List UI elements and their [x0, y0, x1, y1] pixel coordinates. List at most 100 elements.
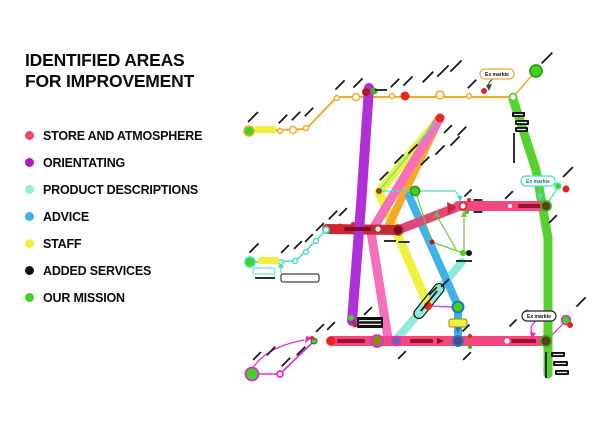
station-label-tick — [280, 244, 290, 254]
station-node — [560, 314, 572, 326]
station-node — [467, 198, 471, 202]
station-node — [302, 248, 310, 256]
station-label-tick — [461, 323, 471, 333]
station-node — [388, 92, 396, 100]
station-label-tick — [545, 352, 547, 378]
black-label-box-text — [557, 371, 567, 374]
legend-label: ORIENTATING — [43, 155, 126, 170]
line-added-services-top — [248, 96, 512, 132]
station-node — [429, 239, 435, 245]
legend-item-product-descriptions: PRODUCT DESCRIPTIONS — [25, 176, 202, 203]
legend-label: ADDED SERVICES — [43, 263, 152, 278]
station-node — [288, 125, 298, 135]
station-label-tick — [397, 350, 407, 360]
station-label-tick — [334, 79, 346, 91]
flow-arrow — [537, 194, 543, 201]
legend-label: PRODUCT DESCRIPTIONS — [43, 182, 199, 197]
band-text-smudge — [511, 339, 536, 343]
station-label-tick — [449, 59, 463, 73]
band-text-smudge — [518, 204, 544, 208]
flow-arrow — [530, 332, 536, 339]
station-label-tick — [402, 75, 414, 87]
station-node — [373, 224, 383, 234]
black-label-box-text — [517, 128, 526, 131]
legend-dot-mission — [25, 293, 34, 302]
station-label-tick — [352, 77, 364, 89]
station-node — [481, 88, 487, 94]
page-title-line2: FOR IMPROVEMENT — [25, 70, 195, 91]
station-label-tick — [281, 357, 291, 367]
callout-ex-markte-bottom-text: Ex markte — [527, 314, 551, 320]
station-node — [351, 222, 355, 226]
station-node — [291, 257, 299, 265]
station-node — [562, 185, 570, 193]
station-node — [435, 113, 445, 123]
station-label-tick — [293, 240, 303, 250]
station-node — [554, 182, 562, 190]
station-label-tick — [278, 114, 288, 124]
black-label-box-text — [359, 323, 381, 325]
station-label-tick — [266, 346, 276, 356]
black-label-box-text — [514, 113, 523, 116]
legend: STORE AND ATMOSPHERE ORIENTATING PRODUCT… — [25, 122, 202, 311]
station-label-tick — [247, 111, 259, 123]
station-node — [540, 200, 552, 212]
station-node — [502, 336, 512, 346]
station-label-tick — [304, 107, 314, 117]
band-text-smudge — [410, 339, 433, 343]
station-label-tick — [407, 143, 419, 155]
station-label-tick — [315, 222, 325, 232]
callout-ex-markte-top-text: Ex markte — [485, 72, 509, 78]
station-label-tick — [434, 144, 446, 156]
flow-arrow — [457, 196, 463, 202]
station-node — [460, 250, 466, 256]
station-node — [333, 94, 341, 102]
station-label-tick — [328, 210, 338, 220]
station-label-tick — [463, 188, 473, 198]
connector-teal-diagonal — [378, 119, 438, 192]
label-box-yellow-mid — [258, 257, 279, 264]
station-label-tick — [473, 199, 483, 201]
label-capsule-white — [280, 273, 320, 283]
station-node — [335, 223, 345, 233]
station-label-tick — [422, 71, 434, 83]
station-node — [539, 334, 553, 348]
label-box-teal — [252, 267, 276, 275]
station-label-tick — [393, 153, 405, 165]
station-label-tick — [384, 240, 396, 242]
station-node — [508, 92, 518, 102]
station-node — [468, 345, 472, 349]
station-node — [312, 237, 320, 245]
band-text-smudge — [337, 339, 365, 343]
legend-label: OUR MISSION — [43, 290, 125, 305]
station-label-tick — [252, 351, 262, 361]
station-node — [458, 201, 468, 211]
legend-label: STAFF — [43, 236, 82, 251]
station-label-tick — [456, 260, 472, 262]
station-label-tick — [420, 156, 430, 166]
legend-item-store-and-atmosphere: STORE AND ATMOSPHERE — [25, 122, 202, 149]
station-label-tick — [296, 346, 306, 356]
connector-teal-horizontal — [378, 190, 461, 198]
station-label-tick — [508, 318, 518, 328]
station-node — [465, 210, 469, 214]
station-label-tick — [390, 78, 400, 88]
label-box-yellow-bottom — [448, 318, 468, 328]
station-node — [390, 335, 402, 347]
station-label-tick — [291, 111, 301, 121]
station-label-tick — [420, 290, 438, 312]
station-node — [465, 92, 473, 100]
station-node — [326, 336, 336, 346]
callout-arrow-curve-mid — [539, 185, 541, 196]
station-label-tick — [473, 211, 483, 213]
station-label-tick — [375, 89, 387, 91]
station-node — [276, 127, 284, 135]
station-label-tick — [548, 214, 558, 224]
label-box-yellow-top — [255, 126, 276, 133]
page-title-line1: IDENTIFIED AREAS — [25, 50, 185, 70]
flow-arrow — [486, 84, 492, 91]
station-label-tick — [363, 306, 373, 316]
station-node — [567, 322, 573, 328]
black-label-box — [357, 317, 383, 328]
station-label-tick — [315, 323, 325, 333]
